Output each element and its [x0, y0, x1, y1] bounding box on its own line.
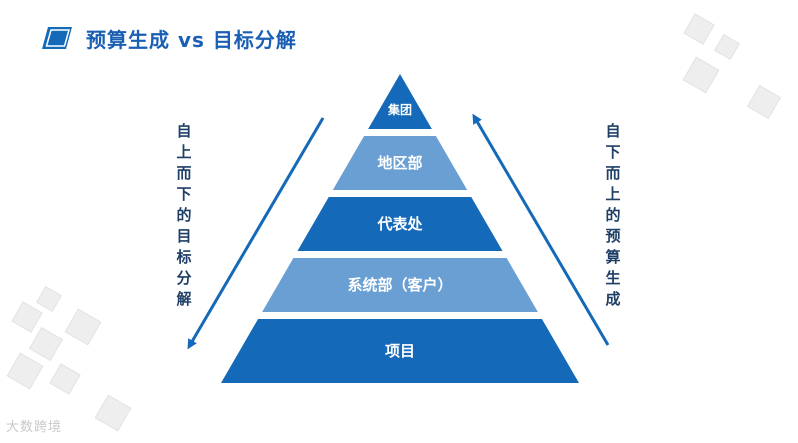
header: 预算生成 vs 目标分解: [42, 22, 297, 54]
top-down-label: 自上而下的目标分解: [172, 121, 196, 310]
right_label-char: 的: [605, 206, 621, 224]
right_label-char: 下: [605, 143, 621, 161]
left_label-char: 自: [176, 122, 192, 140]
pyramid-level-label: 集团: [387, 102, 412, 117]
pyramid-level-label: 项目: [385, 342, 415, 360]
right_label-char: 生: [605, 269, 621, 287]
pyramid-level-3: [297, 197, 503, 251]
right_label-char: 而: [605, 164, 621, 182]
left_label-char: 而: [176, 164, 192, 182]
decorative-cubes: [6, 13, 782, 432]
right_label-char: 预: [605, 227, 621, 245]
pyramid-level-label: 地区部: [377, 154, 422, 172]
bottom-up-label: 自下而上的预算生成: [601, 121, 625, 310]
pyramid-level-1: [368, 74, 432, 129]
left_label-char: 的: [176, 206, 192, 224]
left_label-char: 标: [176, 248, 192, 266]
left_label-char: 解: [176, 290, 192, 308]
left_label-char: 上: [176, 143, 192, 161]
page-title: 预算生成 vs 目标分解: [86, 27, 297, 52]
pyramid-level-label: 代表处: [376, 215, 423, 233]
parallelogram-icon: [42, 27, 72, 49]
watermark: 大数跨境: [6, 420, 63, 435]
left_label-char: 目: [176, 227, 192, 245]
arrow-up-left-icon: [472, 113, 610, 346]
pyramid-level-2: [332, 136, 468, 190]
right_label-char: 算: [605, 248, 621, 266]
pyramid-level-label: 系统部（客户）: [347, 276, 452, 294]
left_label-char: 分: [176, 269, 192, 287]
right_label-char: 成: [605, 290, 621, 308]
pyramid-level-5: [221, 319, 579, 383]
left_label-char: 下: [176, 185, 192, 203]
right_label-char: 自: [605, 122, 621, 140]
right_label-char: 上: [605, 185, 621, 203]
arrow-down-left-icon: [187, 117, 325, 350]
pyramid-level-4: [262, 258, 538, 312]
